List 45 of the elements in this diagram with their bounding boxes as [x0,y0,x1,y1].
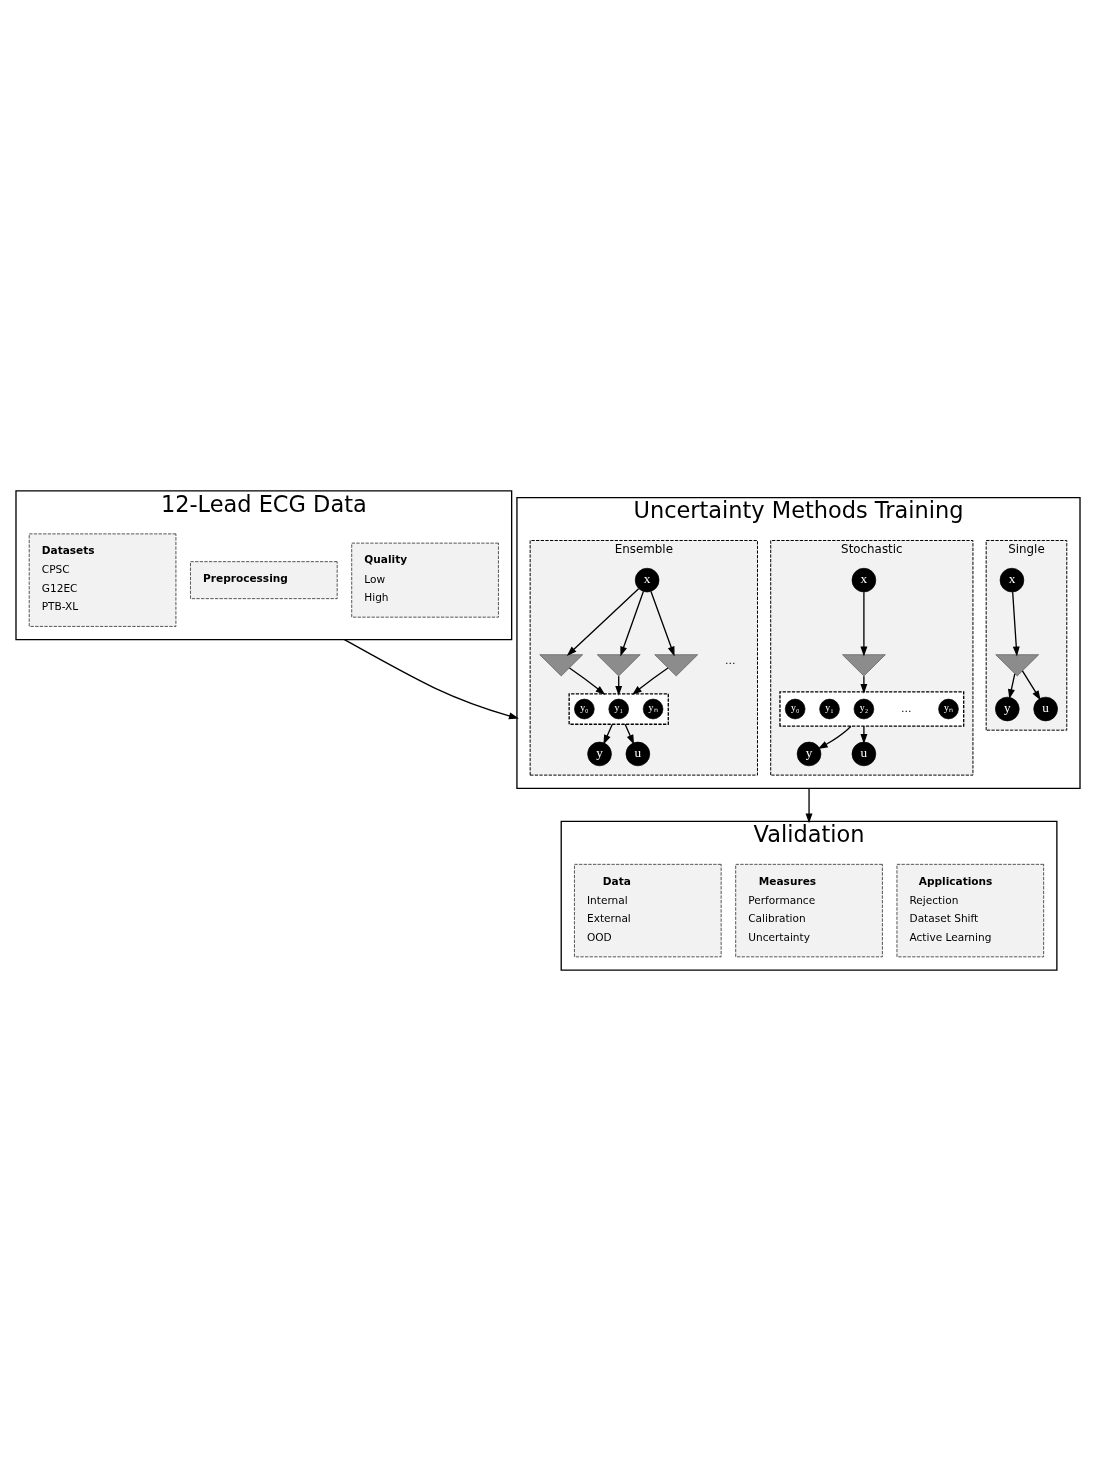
node-box: Quality Low High [351,542,499,618]
node-circle: y [796,741,822,767]
cluster [568,693,669,725]
node-box: Data Internal External OOD [574,864,722,958]
arrow [860,725,868,744]
node-circle: x [634,567,660,593]
arrow [624,723,635,745]
cluster [779,691,965,727]
node-circle: y₁ [819,698,840,720]
node-circle: x [999,567,1025,593]
node-circle: u [625,741,651,767]
node-circle: yₙ [938,698,959,720]
arrow [817,725,852,749]
node-circle: y₂ [853,698,875,720]
node-picture [596,654,641,677]
node-circle: y [587,741,612,767]
node-circle: y₀ [574,698,595,720]
arrow [632,667,669,696]
arrow [1021,670,1041,701]
node-picture [539,654,584,677]
arrow [1012,591,1020,657]
label: … [900,701,912,714]
node-box: Datasets CPSC G12EC PTB-XL [28,533,177,627]
node-box: Preprocessing [190,561,338,599]
arrow [568,667,606,696]
arrow [860,591,868,657]
node-circle: x [851,567,877,593]
node-circle: u [1033,696,1058,722]
node-box: Measures Performance Calibration Uncertainty [735,864,883,958]
node-box: Applications Rejection Dataset Shift Active Learning [896,864,1044,958]
arrow [620,590,644,657]
node-picture [654,654,699,677]
arrow [805,787,813,824]
node-circle: y₀ [784,698,806,720]
node-circle: u [851,741,877,767]
node-circle: y₁ [608,698,629,720]
arrow [603,723,613,745]
node-picture [842,654,886,677]
node-circle: y [995,696,1020,722]
node-circle: yₙ [642,698,664,720]
arrow [343,638,519,720]
arrow [650,590,675,657]
label: … [725,654,736,667]
arrow [566,588,640,656]
node-picture [995,654,1040,677]
